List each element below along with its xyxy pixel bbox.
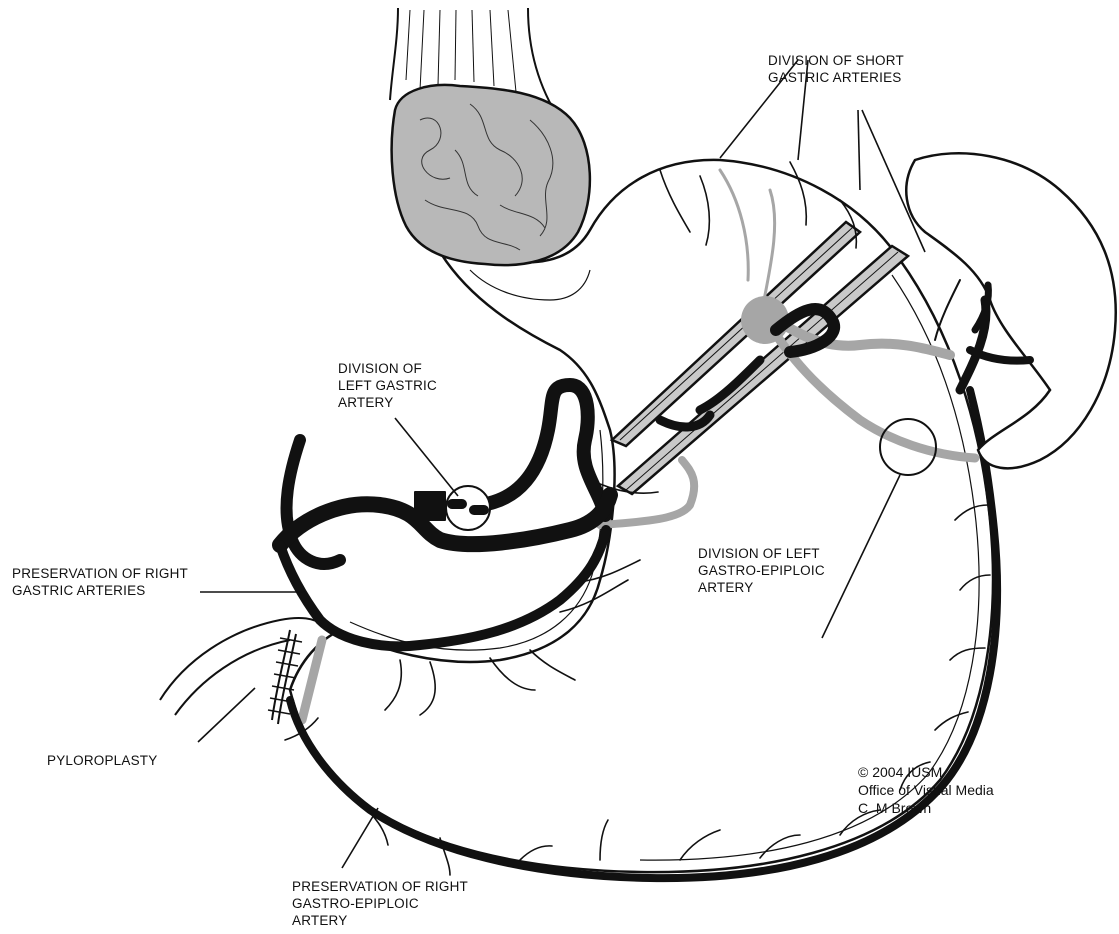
label-short-gastric-line2: GASTRIC ARTERIES [768, 69, 904, 86]
label-left-gastroepiploic-line2: GASTRO-EPIPLOIC [698, 562, 825, 579]
label-left-gastroepiploic-line1: DIVISION OF LEFT [698, 545, 825, 562]
label-right-gastroepiploic: PRESERVATION OF RIGHT GASTRO-EPIPLOIC AR… [292, 878, 468, 929]
label-right-gastric-line2: GASTRIC ARTERIES [12, 582, 188, 599]
tumor-mass [392, 85, 590, 265]
label-left-gastric-line1: DIVISION OF [338, 360, 437, 377]
label-short-gastric-line1: DIVISION OF SHORT [768, 52, 904, 69]
label-left-gastric-line2: LEFT GASTRIC [338, 377, 437, 394]
label-right-gastroepiploic-line2: GASTRO-EPIPLOIC [292, 895, 468, 912]
label-right-gastroepiploic-line3: ARTERY [292, 912, 468, 929]
label-left-gastric-line3: ARTERY [338, 394, 437, 411]
label-left-gastric: DIVISION OF LEFT GASTRIC ARTERY [338, 360, 437, 411]
credit-line3: C. M Brown [858, 799, 994, 817]
copyright-credit: © 2004 IUSM Office of Visual Media C. M … [858, 763, 994, 817]
label-right-gastric-line1: PRESERVATION OF RIGHT [12, 565, 188, 582]
label-right-gastric: PRESERVATION OF RIGHT GASTRIC ARTERIES [12, 565, 188, 599]
credit-line1: © 2004 IUSM [858, 763, 994, 781]
label-pyloroplasty: PYLOROPLASTY [47, 752, 157, 769]
label-pyloroplasty-line1: PYLOROPLASTY [47, 752, 157, 769]
label-left-gastroepiploic-line3: ARTERY [698, 579, 825, 596]
label-short-gastric: DIVISION OF SHORT GASTRIC ARTERIES [768, 52, 904, 86]
credit-line2: Office of Visual Media [858, 781, 994, 799]
left-gastric-arcade [280, 385, 610, 646]
label-right-gastroepiploic-line1: PRESERVATION OF RIGHT [292, 878, 468, 895]
label-left-gastroepiploic: DIVISION OF LEFT GASTRO-EPIPLOIC ARTERY [698, 545, 825, 596]
